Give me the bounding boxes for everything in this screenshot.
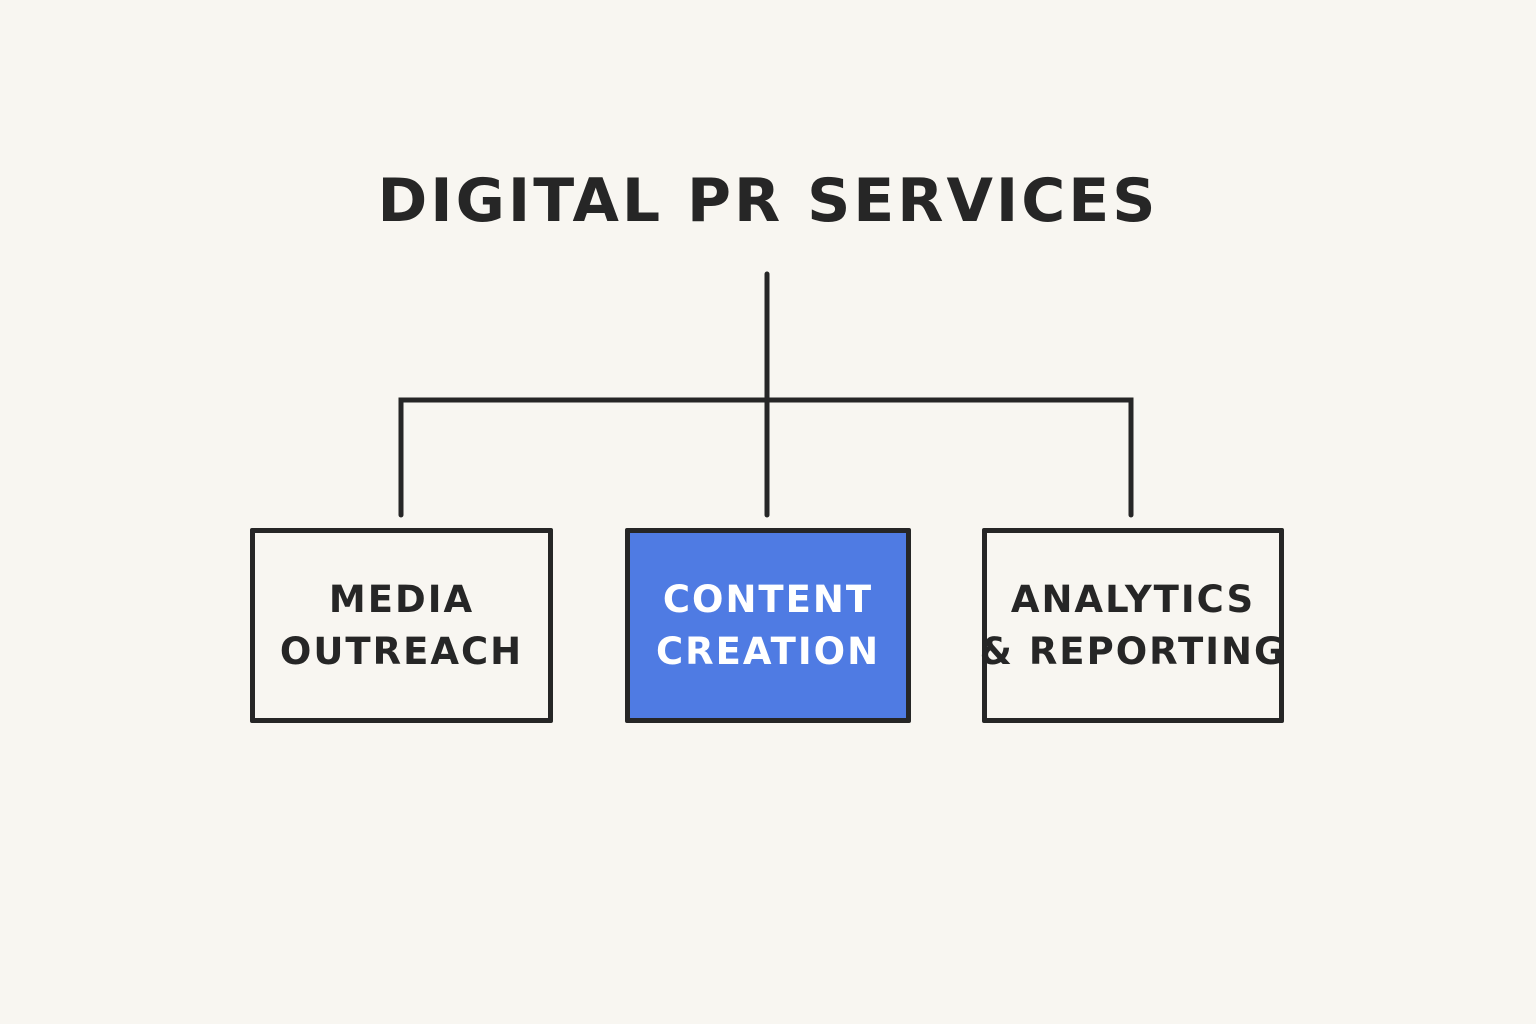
diagram-title: DIGITAL PR SERVICES <box>377 166 1159 236</box>
node-analytics-reporting: ANALYTICS & REPORTING <box>979 528 1287 723</box>
node-label-line: ANALYTICS <box>1010 577 1256 621</box>
node-label-line: MEDIA <box>328 577 475 621</box>
node-content-creation: CONTENT CREATION <box>625 528 911 723</box>
node-label-line: OUTREACH <box>279 629 524 673</box>
node-label-line: & REPORTING <box>979 629 1287 673</box>
node-label-line: CREATION <box>655 629 881 673</box>
node-media-outreach: MEDIA OUTREACH <box>250 528 553 723</box>
node-label-line: CONTENT <box>662 577 874 621</box>
